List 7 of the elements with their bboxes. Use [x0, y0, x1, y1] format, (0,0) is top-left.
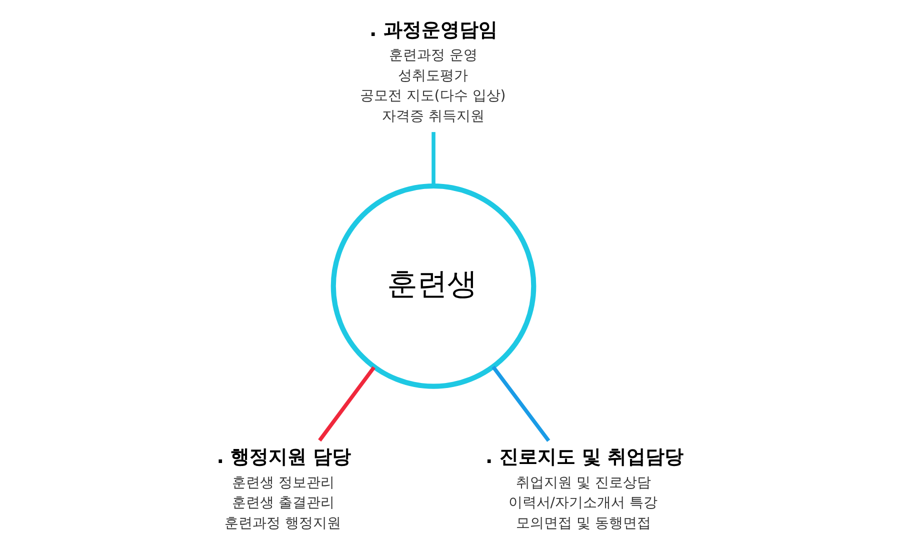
node-text: . 행정지원 담당 훈련생 정보관리 훈련생 출결관리 훈련과정 행정지원	[216, 446, 352, 532]
node-circle: 훈련생	[330, 183, 536, 389]
connector	[492, 366, 550, 442]
connector	[432, 132, 436, 186]
node-text: . 진로지도 및 취업담당 취업지원 및 진로상담 이력서/자기소개서 특강 모의면접 및 동행면접	[485, 446, 684, 532]
connector	[318, 366, 376, 442]
node-text: . 과정운영담임 훈련과정 운영 성취도평가 공모전 지도(다수 입상) 자격증 취득지원	[360, 18, 506, 124]
